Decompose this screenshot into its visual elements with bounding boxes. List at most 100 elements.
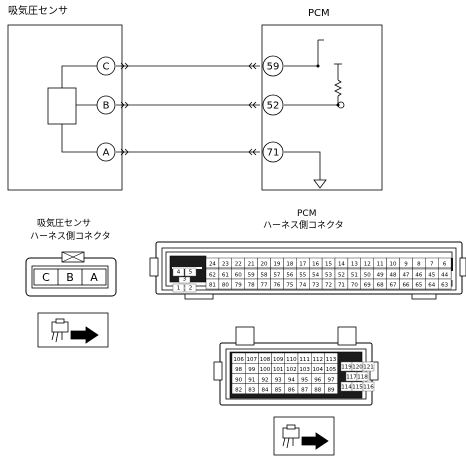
pcm-pin-label: 59 xyxy=(267,62,280,73)
pin-number: 47 xyxy=(402,273,409,279)
pcm-pin-circle xyxy=(262,141,284,163)
pin-number: 64 xyxy=(428,283,435,289)
pin-number: 121 xyxy=(363,365,374,371)
pin-number: 19 xyxy=(273,262,280,268)
pin-number: 1 xyxy=(177,286,181,292)
sensor-pin-label: A xyxy=(103,148,110,159)
pin-cell xyxy=(184,267,197,277)
pin-number: 54 xyxy=(312,273,319,279)
pin-number: 65 xyxy=(415,283,422,289)
pin-number: 16 xyxy=(312,262,319,268)
pin-number: 50 xyxy=(364,273,371,279)
pin-number: 44 xyxy=(441,273,448,279)
pin-number: 17 xyxy=(299,262,306,268)
sensor-pin-circle xyxy=(96,95,116,115)
sensor-pin-label: C xyxy=(103,62,110,73)
pin-number: 13 xyxy=(351,262,358,268)
pin-number: 87 xyxy=(301,388,308,394)
pin-number: 11 xyxy=(377,262,384,268)
pin-number: 20 xyxy=(261,262,268,268)
pin-cell xyxy=(324,383,338,395)
pin-number: 88 xyxy=(314,388,321,394)
pin-number: 67 xyxy=(390,283,397,289)
pin-cell xyxy=(438,278,452,290)
pin-number: 46 xyxy=(415,273,422,279)
pin-number: 48 xyxy=(390,273,397,279)
pin-number: 73 xyxy=(312,283,319,289)
pin-number: 114 xyxy=(341,385,352,391)
wiring-diagram: C B A 59 52 71 xyxy=(7,24,383,191)
pin-number: 62 xyxy=(209,273,216,279)
pcm-box xyxy=(261,24,383,191)
pin-number: 119 xyxy=(341,365,352,371)
pin-cell xyxy=(172,267,185,277)
pin-number: 82 xyxy=(235,388,242,394)
pin-number: 98 xyxy=(235,367,242,373)
pin-number: 74 xyxy=(299,283,306,289)
pin-number: 78 xyxy=(248,283,255,289)
pin-number: 89 xyxy=(328,388,335,394)
pin-number: 95 xyxy=(301,377,308,383)
sensor-connector-pin: C xyxy=(42,271,50,284)
pin-number: 75 xyxy=(286,283,293,289)
pin-number: 71 xyxy=(338,283,345,289)
pin-number: 84 xyxy=(262,388,269,394)
pin-cell xyxy=(356,371,369,382)
pcm-pin-label: 52 xyxy=(267,101,280,112)
pin-cell xyxy=(184,283,197,293)
pin-number: 120 xyxy=(352,365,363,371)
pin-number: 105 xyxy=(326,367,337,373)
sensor-connector-pin: A xyxy=(90,271,98,284)
pin-number: 58 xyxy=(261,273,268,279)
pin-number: 14 xyxy=(338,262,345,268)
pin-number: 85 xyxy=(275,388,282,394)
pin-number: 90 xyxy=(235,377,242,383)
pin-number: 111 xyxy=(299,357,310,363)
sensor-pin-label: B xyxy=(103,101,110,112)
pcm-pin-circle xyxy=(262,94,284,116)
pin-number: 97 xyxy=(328,377,335,383)
pcm-connector-1-cells: 2423222120191817161514131211109876434241… xyxy=(172,257,452,293)
harness-sensor-title-2: ハーネス側コネクタ xyxy=(30,232,111,242)
pin-number: 116 xyxy=(363,385,374,391)
pin-number: 49 xyxy=(377,273,384,279)
probe-illustration xyxy=(37,312,109,348)
pin-cell xyxy=(172,283,185,293)
harness-sensor-title-1: 吸気圧センサ xyxy=(37,219,92,229)
pin-number: 103 xyxy=(299,367,310,373)
sensor-connector-pin: B xyxy=(66,271,74,284)
pin-number: 99 xyxy=(248,367,255,373)
pin-number: 110 xyxy=(286,357,297,363)
pin-number: 23 xyxy=(222,262,229,268)
sensor-harness-connector xyxy=(25,251,117,297)
pin-number: 108 xyxy=(260,357,271,363)
pin-number: 4 xyxy=(177,270,181,276)
pin-number: 6 xyxy=(443,262,447,268)
pin-number: 52 xyxy=(338,273,345,279)
pin-number: 109 xyxy=(273,357,284,363)
pcm-title: PCM xyxy=(308,8,330,19)
harness-pcm-title-2: ハーネス側コネクタ xyxy=(263,221,344,231)
pin-number: 53 xyxy=(325,273,332,279)
pin-number: 60 xyxy=(235,273,242,279)
pin-number: 9 xyxy=(404,262,408,268)
pin-number: 7 xyxy=(430,262,434,268)
pin-number: 10 xyxy=(390,262,397,268)
pin-number: 55 xyxy=(299,273,306,279)
pin-number: 79 xyxy=(235,283,242,289)
pin-number: 104 xyxy=(313,367,324,373)
pin-number: 112 xyxy=(313,357,324,363)
pin-number: 22 xyxy=(235,262,242,268)
pin-number: 96 xyxy=(314,377,321,383)
pin-number: 106 xyxy=(233,357,244,363)
pin-number: 18 xyxy=(286,262,293,268)
pin-number: 81 xyxy=(209,283,216,289)
pin-number: 68 xyxy=(377,283,384,289)
sensor-pin-circle xyxy=(96,56,116,76)
pin-number: 63 xyxy=(441,283,448,289)
pin-cell xyxy=(362,381,375,392)
pin-number: 113 xyxy=(326,357,337,363)
pin-number: 100 xyxy=(260,367,271,373)
pin-number: 21 xyxy=(248,262,255,268)
